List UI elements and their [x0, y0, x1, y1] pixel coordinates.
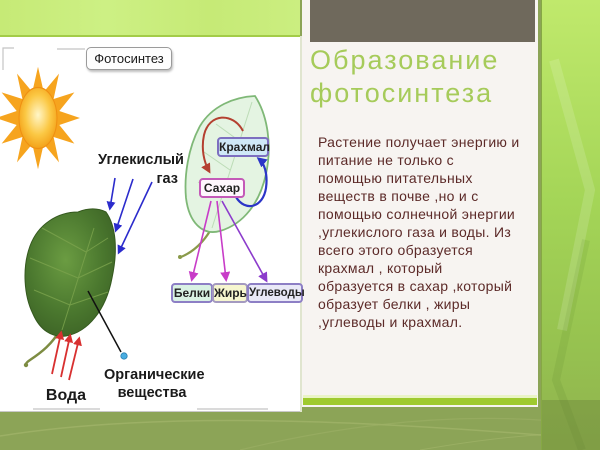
page-title: Образование фотосинтеза — [310, 44, 534, 110]
node-proteins: Белки — [171, 283, 213, 303]
node-sugar: Сахар — [199, 178, 245, 198]
node-starch: Крахмал — [217, 137, 270, 157]
strip-texture — [542, 58, 600, 450]
body-line: образует белки , жиры — [318, 296, 471, 312]
body-line: всего этого образуется — [318, 242, 473, 258]
co2-label-line-2: газ — [156, 171, 179, 187]
bottom-accent-bar — [303, 395, 537, 405]
organic-label-line-1: Органические — [104, 367, 205, 383]
body-line: ,углеводы и крахмал. — [318, 314, 463, 330]
header-dark-box — [310, 0, 535, 42]
panel-divider — [300, 36, 302, 412]
body-line: помощью солнечной энергии — [318, 206, 516, 222]
organic-matter-label: Органические вещества — [104, 366, 205, 402]
node-carbs: Углеводы — [247, 283, 305, 303]
body-line: ,углекислого газа и воды. Из — [318, 224, 512, 240]
right-accent-strip — [541, 0, 600, 450]
co2-label: Углекислый газ — [98, 151, 184, 189]
body-line: крахмал , который — [318, 260, 443, 276]
text-panel: Образование фотосинтеза Растение получае… — [302, 0, 538, 407]
body-line: помощью питательных — [318, 170, 473, 186]
node-fats: Жиры — [212, 283, 250, 303]
top-accent-band — [0, 0, 300, 37]
title-line-2: фотосинтеза — [310, 78, 494, 108]
body-text: Растение получает энергию и питание не т… — [318, 133, 530, 331]
body-line: питание не только с — [318, 152, 454, 168]
body-line: образуется в сахар ,который — [318, 278, 513, 294]
organic-label-line-2: вещества — [117, 385, 187, 401]
body-line: веществ в почве ,но и с — [318, 188, 479, 204]
title-line-1: Образование — [310, 45, 500, 75]
co2-label-line-1: Углекислый — [98, 152, 184, 168]
diagram-panel — [0, 37, 300, 412]
body-line: Растение получает энергию и — [318, 134, 520, 150]
water-label: Вода — [45, 387, 87, 404]
photosynthesis-frame-label: Фотосинтез — [86, 47, 172, 70]
